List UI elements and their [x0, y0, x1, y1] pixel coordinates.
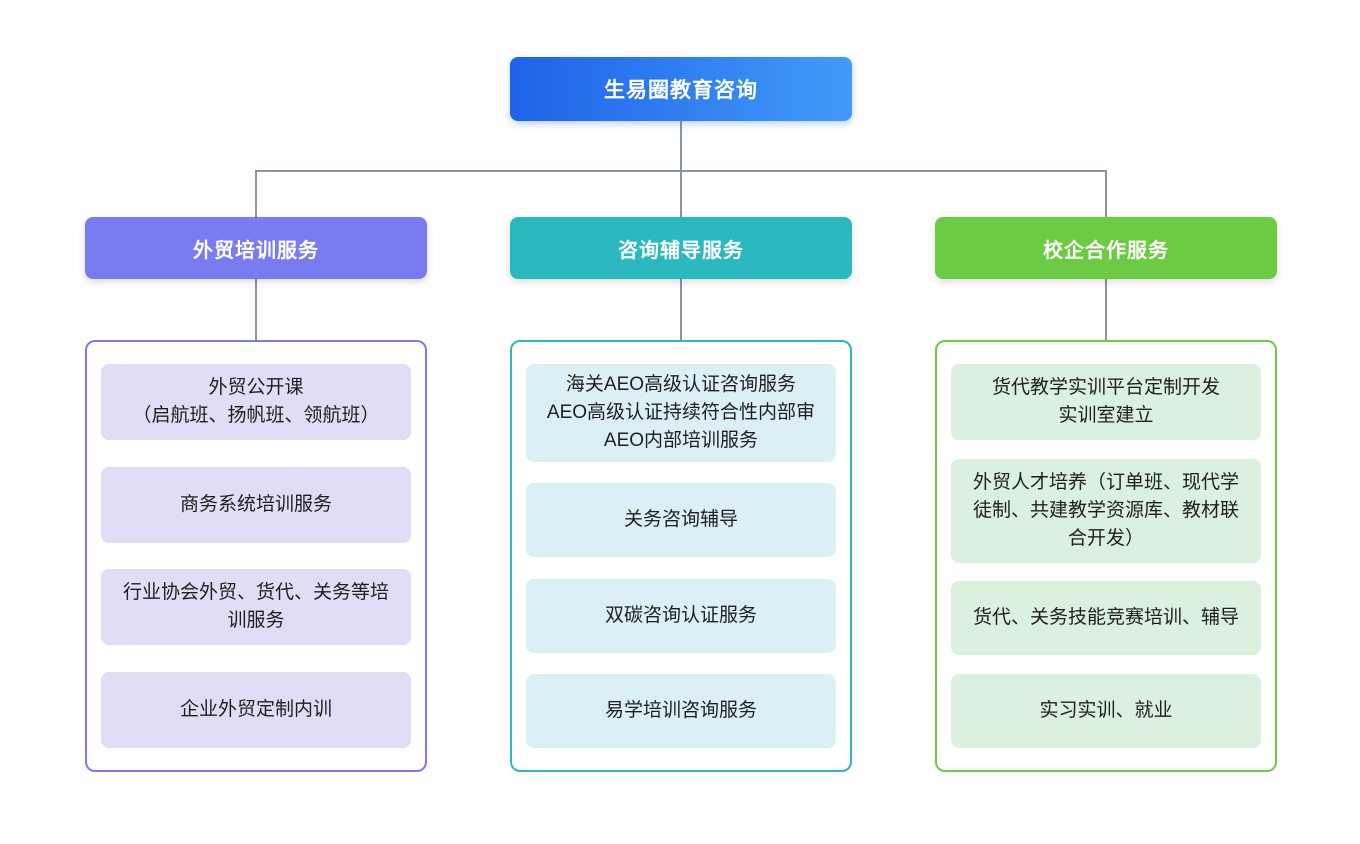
service-item: 关务咨询辅导	[526, 483, 836, 558]
service-item: 货代、关务技能竞赛培训、辅导	[951, 581, 1261, 656]
connector-drop-branch-2	[680, 170, 682, 217]
service-item: 实习实训、就业	[951, 673, 1261, 748]
service-item: 易学培训咨询服务	[526, 673, 836, 748]
service-item: 双碳咨询认证服务	[526, 578, 836, 653]
root-node: 生易圈教育咨询	[510, 57, 852, 121]
service-item: 商务系统培训服务	[101, 466, 411, 543]
service-item: 外贸人才培养（订单班、现代学徒制、共建教学资源库、教材联合开发）	[951, 458, 1261, 563]
branch-box-school-enterprise-cooperation: 货代教学实训平台定制开发 实训室建立 外贸人才培养（订单班、现代学徒制、共建教学…	[935, 340, 1277, 772]
connector-stem-branch-3	[1105, 279, 1107, 340]
connector-drop-branch-3	[1105, 170, 1107, 217]
connector-stem-branch-2	[680, 279, 682, 340]
branch-header-consulting-coaching: 咨询辅导服务	[510, 217, 852, 279]
branch-header-foreign-trade-training: 外贸培训服务	[85, 217, 427, 279]
connector-drop-branch-1	[255, 170, 257, 217]
branch-box-consulting-coaching: 海关AEO高级认证咨询服务 AEO高级认证持续符合性内部审 AEO内部培训服务 …	[510, 340, 852, 772]
service-item: 外贸公开课 （启航班、扬帆班、领航班）	[101, 364, 411, 440]
branch-box-foreign-trade-training: 外贸公开课 （启航班、扬帆班、领航班） 商务系统培训服务 行业协会外贸、货代、关…	[85, 340, 427, 772]
service-item: 货代教学实训平台定制开发 实训室建立	[951, 364, 1261, 440]
service-item: 海关AEO高级认证咨询服务 AEO高级认证持续符合性内部审 AEO内部培训服务	[526, 364, 836, 462]
service-item: 企业外贸定制内训	[101, 671, 411, 748]
service-item: 行业协会外贸、货代、关务等培训服务	[101, 569, 411, 646]
branch-header-school-enterprise-cooperation: 校企合作服务	[935, 217, 1277, 279]
connector-root-stem	[680, 121, 682, 170]
connector-stem-branch-1	[255, 279, 257, 340]
